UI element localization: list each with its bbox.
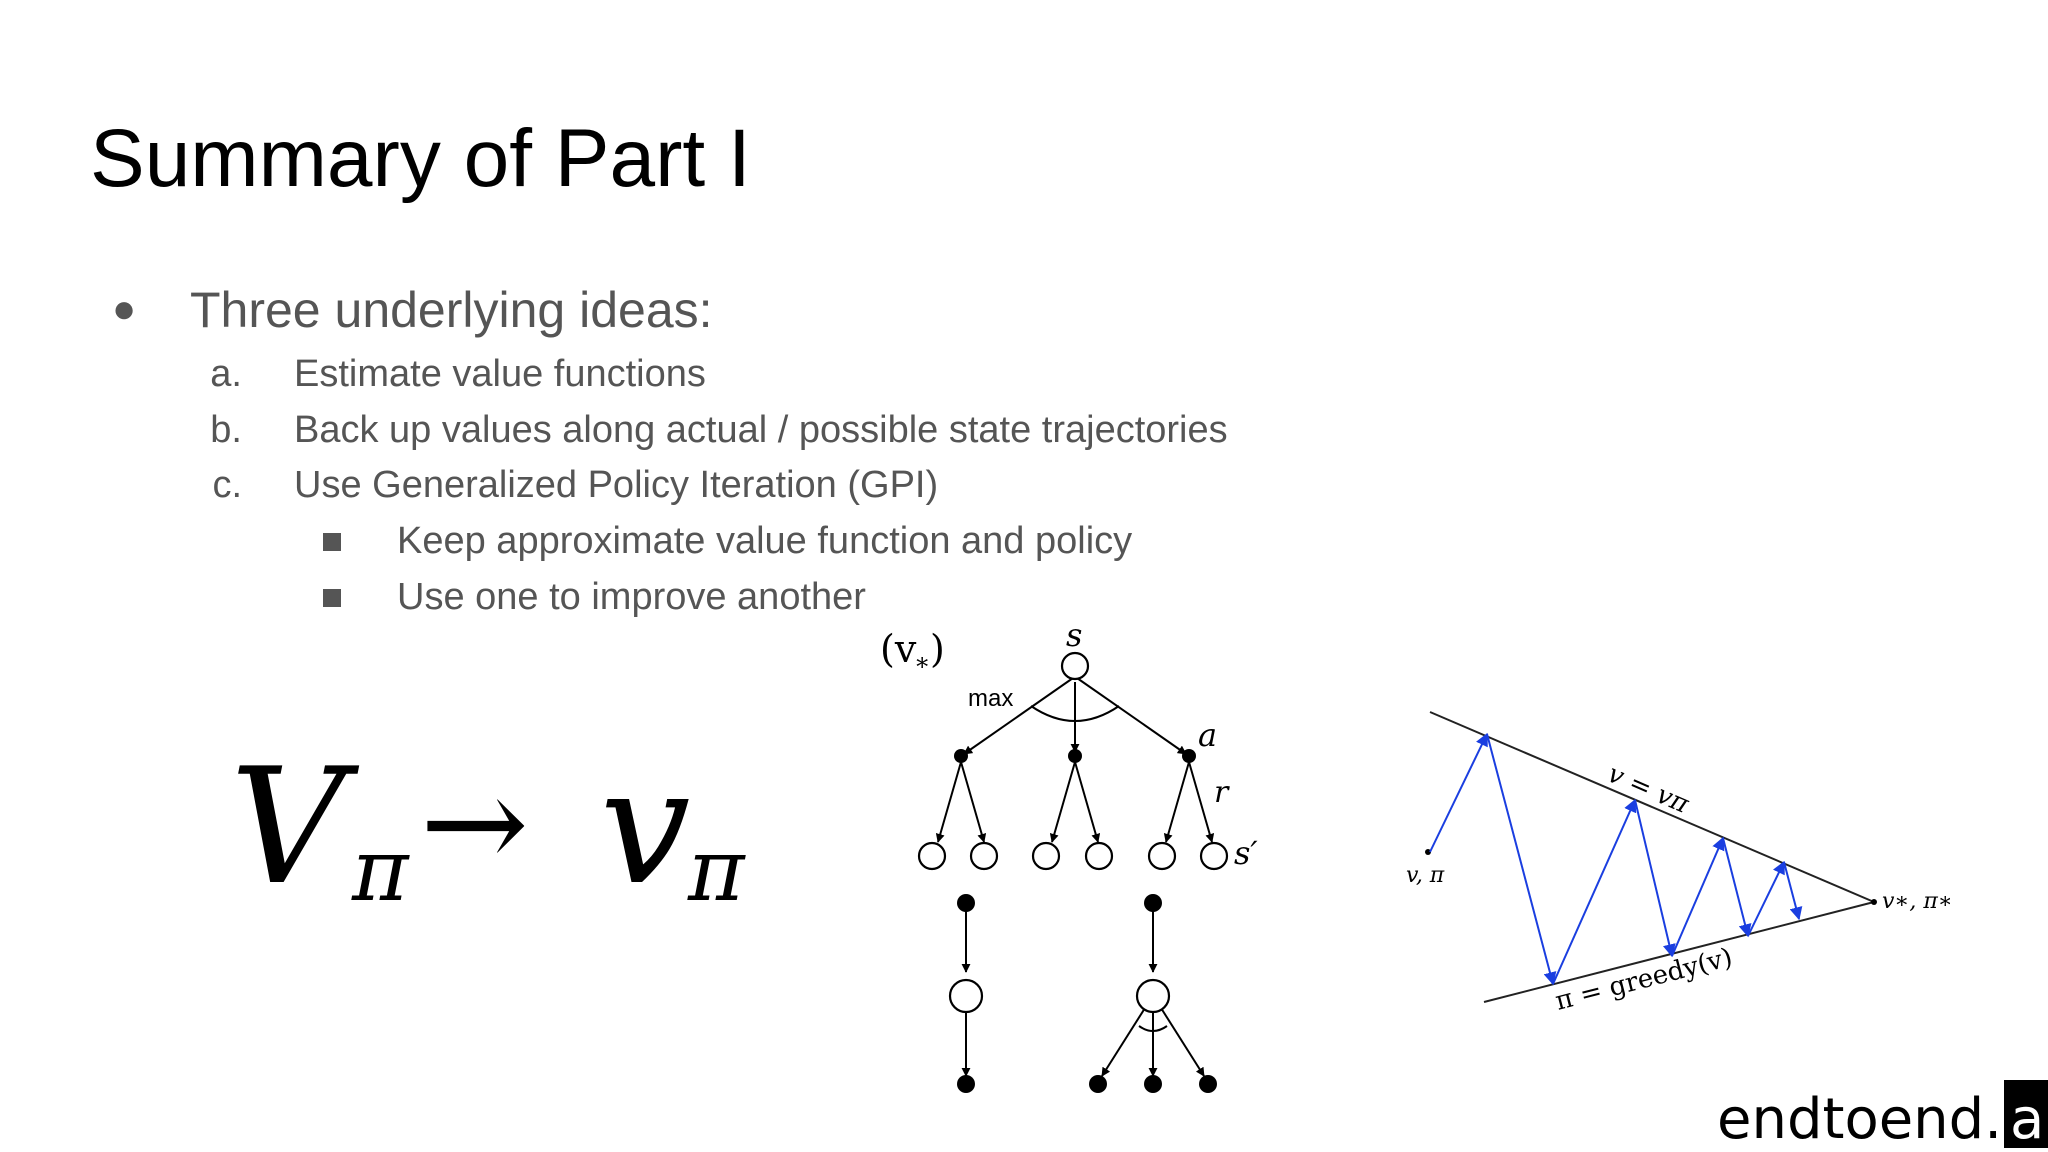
formula-rhs-subscript: π xyxy=(687,821,746,921)
sub-item-marker: c. xyxy=(212,464,242,506)
value-label-subscript: ∗ xyxy=(914,648,930,676)
backup-diagram: (v ∗ ) s max a r s′ xyxy=(880,616,1258,1093)
max-label: max xyxy=(968,685,1013,712)
sub-item-marker: b. xyxy=(210,409,242,451)
next-state-label: s′ xyxy=(1234,834,1258,872)
endtoend-logo: endtoend. ai xyxy=(1717,1078,2048,1148)
logo-text: endtoend. xyxy=(1717,1087,2003,1152)
bullet-list: ● Three underlying ideas: a. Estimate va… xyxy=(112,282,1228,618)
end-label: v∗, π∗ xyxy=(1882,889,1950,914)
sub-item: Use Generalized Policy Iteration (GPI) xyxy=(294,464,939,506)
main-bullet: Three underlying ideas: xyxy=(190,282,713,338)
sub-sub-item: Use one to improve another xyxy=(397,576,866,618)
sub-sub-item: Keep approximate value function and poli… xyxy=(397,520,1133,562)
square-bullet xyxy=(323,533,341,551)
sub-item: Back up values along actual / possible s… xyxy=(294,409,1228,451)
state-label: s xyxy=(1066,616,1082,654)
value-label: (v xyxy=(880,627,917,671)
value-formula: V π → v π xyxy=(230,740,746,921)
sub-item: Estimate value functions xyxy=(294,353,706,395)
formula-lhs-subscript: π xyxy=(351,821,410,921)
formula-lhs: V xyxy=(230,740,360,920)
value-label-close: ) xyxy=(930,627,945,671)
top-line-label: v = vπ xyxy=(1603,759,1694,820)
formula-rhs: v xyxy=(600,740,690,920)
sub-item-marker: a. xyxy=(210,353,242,395)
gpi-diagram: v, π v∗, π∗ v = vπ π = greedy(v) xyxy=(1406,711,1950,1017)
logo-box: ai xyxy=(2004,1080,2048,1148)
logo-box-text: ai xyxy=(2010,1087,2048,1152)
start-label: v, π xyxy=(1406,863,1445,888)
reward-label: r xyxy=(1214,775,1230,810)
square-bullet xyxy=(323,589,341,607)
formula-arrow: → xyxy=(420,747,529,899)
bottom-line-label: π = greedy(v) xyxy=(1552,943,1735,1017)
slide-title: Summary of Part I xyxy=(90,113,751,204)
action-label: a xyxy=(1198,716,1217,754)
bullet-marker: ● xyxy=(112,287,137,331)
